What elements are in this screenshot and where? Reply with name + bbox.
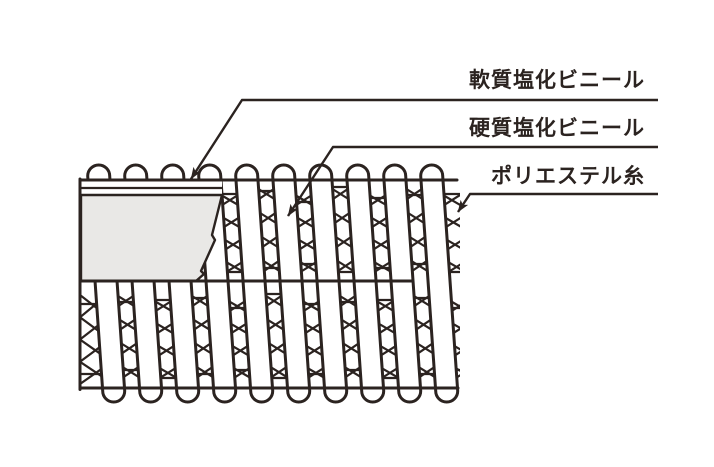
spiral-tube bbox=[234, 163, 275, 404]
spiral-tube bbox=[308, 163, 349, 404]
label-polyester-thread: ポリエステル糸 bbox=[491, 165, 645, 188]
soft-pvc-cutaway bbox=[79, 181, 224, 283]
hard-pvc-spiral-tubes bbox=[86, 163, 460, 404]
leader-lines bbox=[189, 98, 658, 217]
spiral-tube bbox=[382, 163, 423, 404]
spiral-tube bbox=[271, 163, 312, 404]
label-hard-pvc: 硬質塩化ビニール bbox=[469, 117, 645, 140]
leader-line-polyester bbox=[457, 192, 658, 213]
soft-pvc-cut-face bbox=[79, 193, 224, 283]
hose-outline bbox=[78, 177, 460, 391]
label-soft-pvc: 軟質塩化ビニール bbox=[469, 69, 645, 92]
leader-line-hard-pvc bbox=[286, 145, 658, 217]
leader-line-soft-pvc bbox=[189, 98, 658, 180]
spiral-tube bbox=[419, 163, 460, 404]
spiral-tube bbox=[345, 163, 386, 404]
